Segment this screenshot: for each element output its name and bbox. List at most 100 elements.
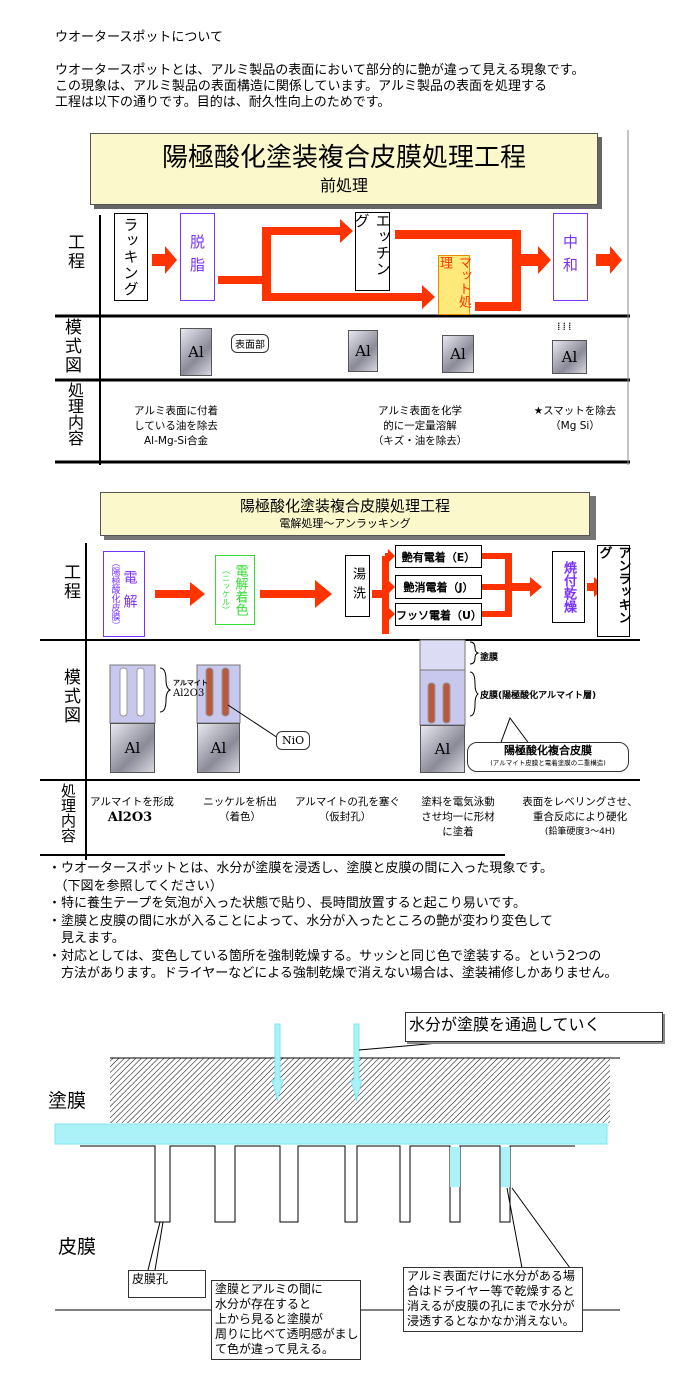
callout-line: 合はドライヤー等で乾燥すると <box>407 1284 575 1298</box>
note-etching: アルミ表面を化学的に一定量溶解 （キズ・油を除去） <box>360 404 480 449</box>
note-line: （キズ・油を除去） <box>372 435 468 447</box>
note-line: Al2O3 <box>107 810 153 825</box>
callout-right: アルミ表面だけに水分がある場合はドライヤー等で乾燥すると消えるが皮膜の孔にまで水… <box>403 1267 583 1332</box>
diagram2-arrows <box>155 549 605 634</box>
callout-water-passing: 水分が塗膜を通過していく <box>405 1012 663 1042</box>
pore-label: 皮膜孔 <box>128 1270 206 1298</box>
note-line: Al-Mg-Si合金 <box>144 435 208 447</box>
arrow-icon <box>587 577 605 597</box>
step-racking: ラッキング <box>114 213 148 301</box>
step-baking: 焼付乾燥 <box>552 551 585 623</box>
note-line: (鉛筆硬度3～4H) <box>544 827 616 837</box>
water-spot-diagram <box>40 1023 620 1311</box>
note-line: アルミ表面に付着 <box>134 405 218 417</box>
bullet-item: （下図を参照してください） <box>48 878 223 894</box>
callout-line: アルミ表面だけに水分がある場 <box>407 1269 575 1283</box>
smut-dots-icon: ⁞⁞⁞ <box>557 320 574 333</box>
paint-label: 塗膜 <box>48 1090 87 1112</box>
bullet-item: ・ウオータースポットとは、水分が塗膜を浸透し、塗膜と皮膜の間に入った現象です。 <box>48 861 554 876</box>
note-line: に塗着 <box>442 826 474 838</box>
alumite-models <box>109 639 531 746</box>
note-line: 塗料を電気泳動 <box>421 796 495 808</box>
note-alumite: アルマイトを形成 Al2O3 <box>90 795 174 825</box>
al-cube: Al <box>348 330 378 372</box>
diagram1-frame <box>55 130 630 465</box>
arrow-icon <box>510 577 542 597</box>
diagram2-title: 陽極酸化塗装複合皮膜処理工程 <box>239 497 450 515</box>
diagram1-subtitle: 前処理 <box>319 176 368 195</box>
bullet-item: 方法があります。ドライヤーなどによる強制乾燥で消えない場合は、塗装補修しかありま… <box>48 966 618 981</box>
note-baking: 表面をレベリングさせ、重合反応により硬化 (鉛筆硬度3～4H) <box>520 795 640 840</box>
note-line: （Mg Si） <box>550 420 600 432</box>
note-line: アルマイトを形成 <box>90 796 174 808</box>
paint-layer-label: 塗膜 <box>480 653 499 663</box>
diagram1-arrows <box>152 219 622 311</box>
callout-middle: 塗膜とアルミの間に水分が存在すると上から見ると塗膜が周りに比べて透明感がまして色… <box>211 1280 361 1360</box>
note-line: （仮封孔） <box>318 811 372 823</box>
note-line: 重合反応により硬化 <box>532 811 628 823</box>
bullet-item: ・特に養生テープを気泡が入った状態で貼り、長時間放置すると起こり易いです。 <box>48 896 527 911</box>
composite-label: 陽極酸化複合皮膜 <box>504 744 592 757</box>
callout-line: 周りに比べて透明感がまし <box>215 1327 359 1341</box>
al-cube: Al <box>197 723 240 773</box>
note-sealing: アルマイトの孔を塞ぐ （仮封孔） <box>295 795 400 825</box>
bullet-list: ・ウオータースポットとは、水分が塗膜を浸透し、塗膜と皮膜の間に入った現象です。 … <box>48 860 698 983</box>
intro-line-3: 工程は以下の通りです。目的は、耐久性向上のためです。 <box>55 95 391 110</box>
diagram2-frame <box>40 543 640 860</box>
bullet-item: 見えます。 <box>48 931 125 946</box>
callout-line: 上から見ると塗膜が <box>215 1312 324 1326</box>
row-label-model: 模式図 <box>60 668 80 725</box>
diagram2-subtitle: 電解処理～アンラッキング <box>279 517 411 530</box>
al-cube: Al <box>110 723 155 773</box>
arrow-icon <box>260 580 332 608</box>
step-fluoro-ed: フッソ電着（U） <box>395 603 482 626</box>
note-line: アルマイトの孔を塞ぐ <box>295 796 400 808</box>
row-label-process: 工程 <box>64 233 84 271</box>
step-neutralize: 中和 <box>553 213 588 301</box>
alumite-label: アルマイト <box>173 679 208 687</box>
step-unracking: アンラッキング <box>597 545 631 637</box>
step-matte: マット処理 <box>437 255 471 315</box>
note-degreasing: アルミ表面に付着している油を除去 Al-Mg-Si合金 <box>116 404 236 449</box>
arrow-icon <box>266 285 435 309</box>
composite-sublabel: (アルマイト皮膜と電着塗膜の二重構造) <box>490 759 606 767</box>
step-label: 電解着色 <box>232 564 248 616</box>
water-arrow-icon <box>350 1023 363 1102</box>
note-line: ★スマットを除去 <box>533 405 617 417</box>
row-label-content: 処理内容 <box>65 382 84 446</box>
arrow-icon <box>155 582 205 606</box>
note-line: アルミ表面を化学 <box>378 405 462 417</box>
al-cube: Al <box>180 328 212 376</box>
note-line: している油を除去 <box>134 420 218 432</box>
film-layer-label: 皮膜(陽極酸化アルマイト層) <box>480 691 597 701</box>
nio-label: NiO <box>276 731 311 750</box>
page-heading: ウオータースポットについて <box>55 30 223 45</box>
diagram1-title: 陽極酸化塗装複合皮膜処理工程 <box>161 143 526 173</box>
bullet-item: ・塗膜と皮膜の間に水が入ることによって、水分が入ったところの艶が変わり変色して <box>48 913 553 929</box>
step-sublabel: （陽極酸化皮膜） <box>109 558 120 630</box>
step-label: 電解 <box>121 570 138 618</box>
arrow-icon <box>152 246 177 274</box>
note-electrodeposition: 塗料を電気泳動させ均一に形材に塗着 <box>410 795 506 840</box>
note-line: 表面をレベリングさせ、 <box>522 796 638 808</box>
step-coloring: 電解着色（ニッケル） <box>215 555 255 625</box>
bullet-item: ・対応としては、変色している箇所を強制乾燥する。サッシと同じ色で塗装する。という… <box>48 948 602 964</box>
diagram2-title-box: 陽極酸化塗装複合皮膜処理工程 電解処理～アンラッキング <box>100 492 590 536</box>
al-cube: Al <box>552 340 587 374</box>
row-label-content: 処理内容 <box>59 783 77 843</box>
arrow-icon <box>516 246 551 274</box>
step-degreasing: 脱脂 <box>180 213 215 301</box>
note-line: （着色） <box>219 811 261 823</box>
note-line: ニッケルを析出 <box>203 796 277 808</box>
note-line: 的に一定量溶解 <box>383 420 457 432</box>
step-electrolysis: 電解（陽極酸化皮膜） <box>103 551 145 637</box>
diagram1-title-box: 陽極酸化塗装複合皮膜処理工程 前処理 <box>90 133 598 205</box>
arrow-icon <box>596 246 622 274</box>
row-label-model: 模式図 <box>61 318 81 375</box>
step-sublabel: （ニッケル） <box>221 566 231 614</box>
step-matte-ed: 艶消電着（J） <box>395 575 482 599</box>
note-line: させ均一に形材 <box>421 811 495 823</box>
surface-label: 表面部 <box>231 334 269 353</box>
film-label: 皮膜 <box>58 1236 97 1258</box>
intro-line-2: この現象は、アルミ製品の表面構造に関係しています。アルミ製品の表面を処理する <box>55 79 548 94</box>
